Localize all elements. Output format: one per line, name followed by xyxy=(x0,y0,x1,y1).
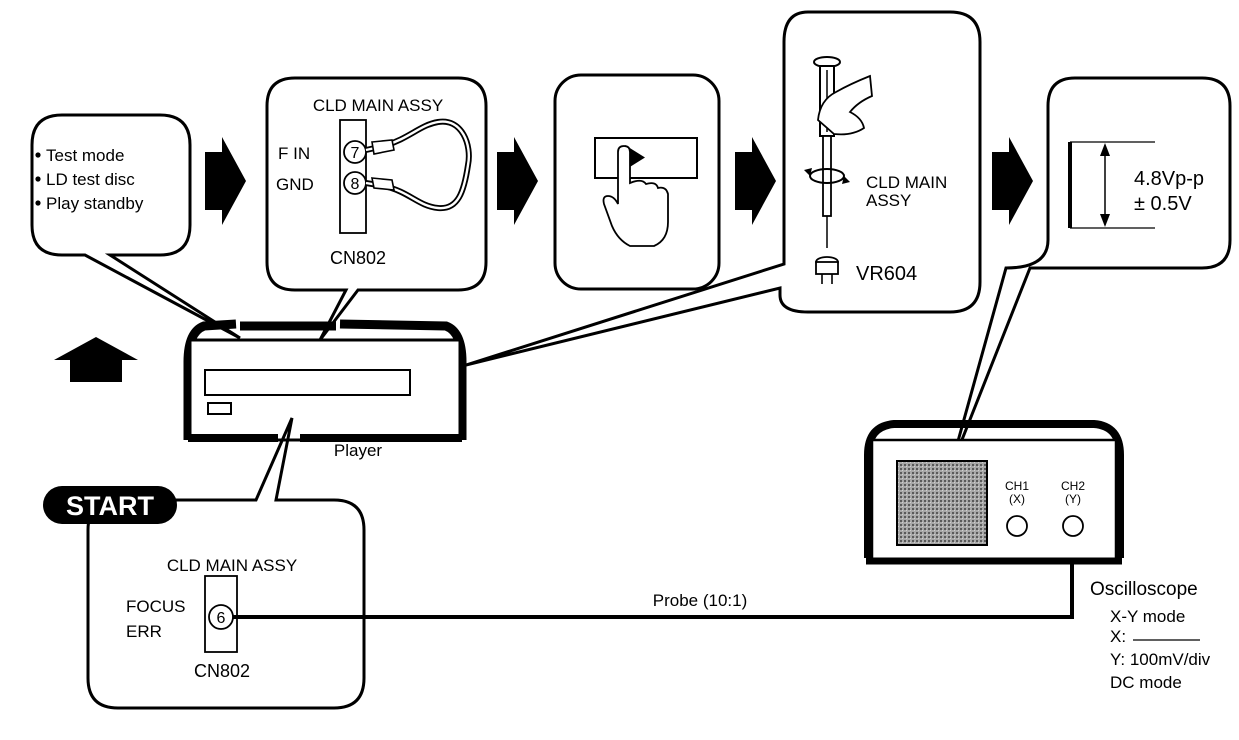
oscilloscope-screen xyxy=(896,460,988,546)
step4-assy-line2: ASSY xyxy=(866,191,911,210)
step2-connector-label: CN802 xyxy=(330,248,386,268)
bullet-test-mode: Test mode xyxy=(46,146,124,165)
focus-err-line2: ERR xyxy=(126,622,162,641)
setting-x: X: xyxy=(1110,627,1126,646)
step3-play-box xyxy=(553,73,721,291)
flow-arrow-1 xyxy=(205,137,246,225)
jumper-wire xyxy=(365,118,472,212)
pin6-number: 6 xyxy=(217,610,226,627)
bullet-ld-test-disc: LD test disc xyxy=(46,170,135,189)
bullet-play-standby: Play standby xyxy=(46,194,144,213)
ch2-label-line2: (Y) xyxy=(1065,492,1081,506)
focus-err-line1: FOCUS xyxy=(126,597,186,616)
flow-arrow-4 xyxy=(992,137,1033,225)
setting-xy-mode: X-Y mode xyxy=(1110,607,1185,626)
flow-arrow-2 xyxy=(497,137,538,225)
flow-arrow-3 xyxy=(735,137,776,225)
oscilloscope-settings: X-Y mode X: Y: 100mV/div DC mode xyxy=(1110,607,1211,692)
player-button xyxy=(207,402,232,415)
step2-assy-title: CLD MAIN ASSY xyxy=(313,96,443,115)
probe-label: Probe (10:1) xyxy=(653,591,748,610)
screwdriver-icon xyxy=(804,56,873,248)
start-assy-title: CLD MAIN ASSY xyxy=(167,556,297,575)
vr604-label: VR604 xyxy=(856,263,917,285)
pin7-label: F IN xyxy=(278,144,310,163)
start-bubble: START CLD MAIN ASSY FOCUS ERR 6 CN802 xyxy=(43,417,366,710)
start-connector-label: CN802 xyxy=(194,661,250,681)
setting-y: Y: 100mV/div xyxy=(1110,650,1211,669)
player-device xyxy=(183,319,467,442)
setting-dc-mode: DC mode xyxy=(1110,673,1182,692)
up-arrow xyxy=(54,337,138,382)
step1-bubble: Test mode LD test disc Play standby xyxy=(30,113,241,340)
step2-bubble: CLD MAIN ASSY F IN 7 GND 8 CN802 xyxy=(265,76,488,341)
ch1-label-line1: CH1 xyxy=(1005,479,1029,493)
step1-bullet-list: Test mode LD test disc Play standby xyxy=(35,146,144,213)
oscilloscope-title: Oscilloscope xyxy=(1090,579,1198,600)
ch2-label-line1: CH2 xyxy=(1061,479,1085,493)
cn802-connector-block xyxy=(339,119,367,234)
play-key xyxy=(594,137,698,179)
vr604-trimmer-icon xyxy=(815,256,839,284)
amplitude-tolerance: ± 0.5V xyxy=(1134,193,1192,215)
oscilloscope-device: CH1 (X) CH2 (Y) xyxy=(864,420,1124,565)
ch1-input-jack xyxy=(1006,515,1028,537)
amplitude-value: 4.8Vp-p xyxy=(1134,168,1204,190)
pin7-number: 7 xyxy=(351,145,360,162)
step4-assy-line1: CLD MAIN xyxy=(866,173,947,192)
disc-tray xyxy=(204,369,411,396)
pin8-label: GND xyxy=(276,175,314,194)
start-badge xyxy=(43,486,177,524)
step4-bubble: CLD MAIN ASSY VR604 xyxy=(465,10,982,367)
pin8-number: 8 xyxy=(351,176,360,193)
step5-bubble: 4.8Vp-p ± 0.5V xyxy=(948,76,1232,471)
ch2-input-jack xyxy=(1062,515,1084,537)
pressing-hand-icon xyxy=(602,145,669,247)
start-connector-block xyxy=(204,575,238,653)
player-label: Player xyxy=(334,441,383,460)
start-badge-text: START xyxy=(66,491,154,521)
ch1-label-line2: (X) xyxy=(1009,492,1025,506)
